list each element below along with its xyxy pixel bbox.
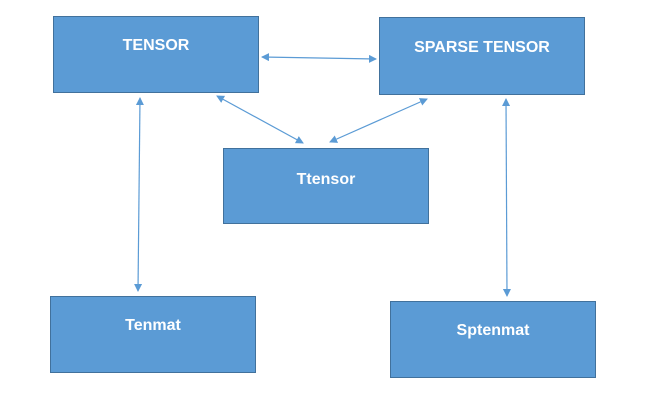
node-ttensor: Ttensor	[223, 148, 429, 224]
node-sparse-tensor: SPARSE TENSOR	[379, 17, 585, 95]
node-tensor: TENSOR	[53, 16, 259, 93]
node-ttensor-label: Ttensor	[296, 171, 356, 188]
node-sparse-tensor-label: SPARSE TENSOR	[414, 39, 550, 56]
arrow-tensor-sparse-tensor	[261, 53, 377, 63]
node-tensor-label: TENSOR	[122, 37, 190, 54]
arrow-sparse-tensor-ttensor	[329, 98, 428, 143]
node-sptenmat-label: Sptenmat	[456, 322, 530, 339]
arrow-sparse-tensor-sptenmat	[502, 98, 511, 297]
node-tenmat-label: Tenmat	[125, 317, 181, 334]
arrow-tensor-ttensor	[216, 95, 304, 144]
node-sptenmat: Sptenmat	[390, 301, 596, 378]
arrow-tensor-tenmat	[134, 97, 144, 292]
node-tenmat: Tenmat	[50, 296, 256, 373]
